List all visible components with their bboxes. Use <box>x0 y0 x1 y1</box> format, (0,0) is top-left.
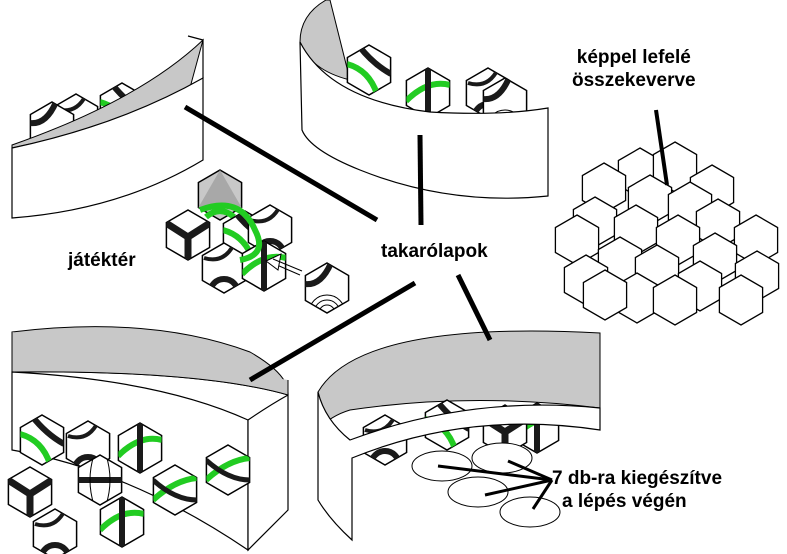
playfield-tiles <box>166 169 349 313</box>
label-refill-line1: 7 db-ra kiegészítve <box>552 468 723 489</box>
placement-arrow <box>265 253 303 276</box>
empty-slots <box>411 442 561 528</box>
face-down-pile <box>555 142 778 325</box>
bag-top-left <box>11 35 204 219</box>
bag-bottom-right <box>317 330 601 542</box>
pointer-line-facedown <box>654 109 669 186</box>
label-refill-line2: a lépés végén <box>562 491 687 512</box>
bag-bottom-left <box>8 326 289 554</box>
label-face-down-shuffled: képpel lefelé összekeverve <box>572 46 696 92</box>
label-face-down-line2: összekeverve <box>572 70 696 91</box>
label-face-down-line1: képpel lefelé <box>576 47 691 68</box>
label-playfield: játéktér <box>68 250 136 271</box>
cover-connector-lines <box>183 104 493 383</box>
label-refill-note: 7 db-ra kiegészítve a lépés végén <box>552 467 722 513</box>
label-covers: takarólapok <box>381 241 488 262</box>
refill-arrows <box>437 459 554 510</box>
bag-top-center <box>299 0 549 199</box>
